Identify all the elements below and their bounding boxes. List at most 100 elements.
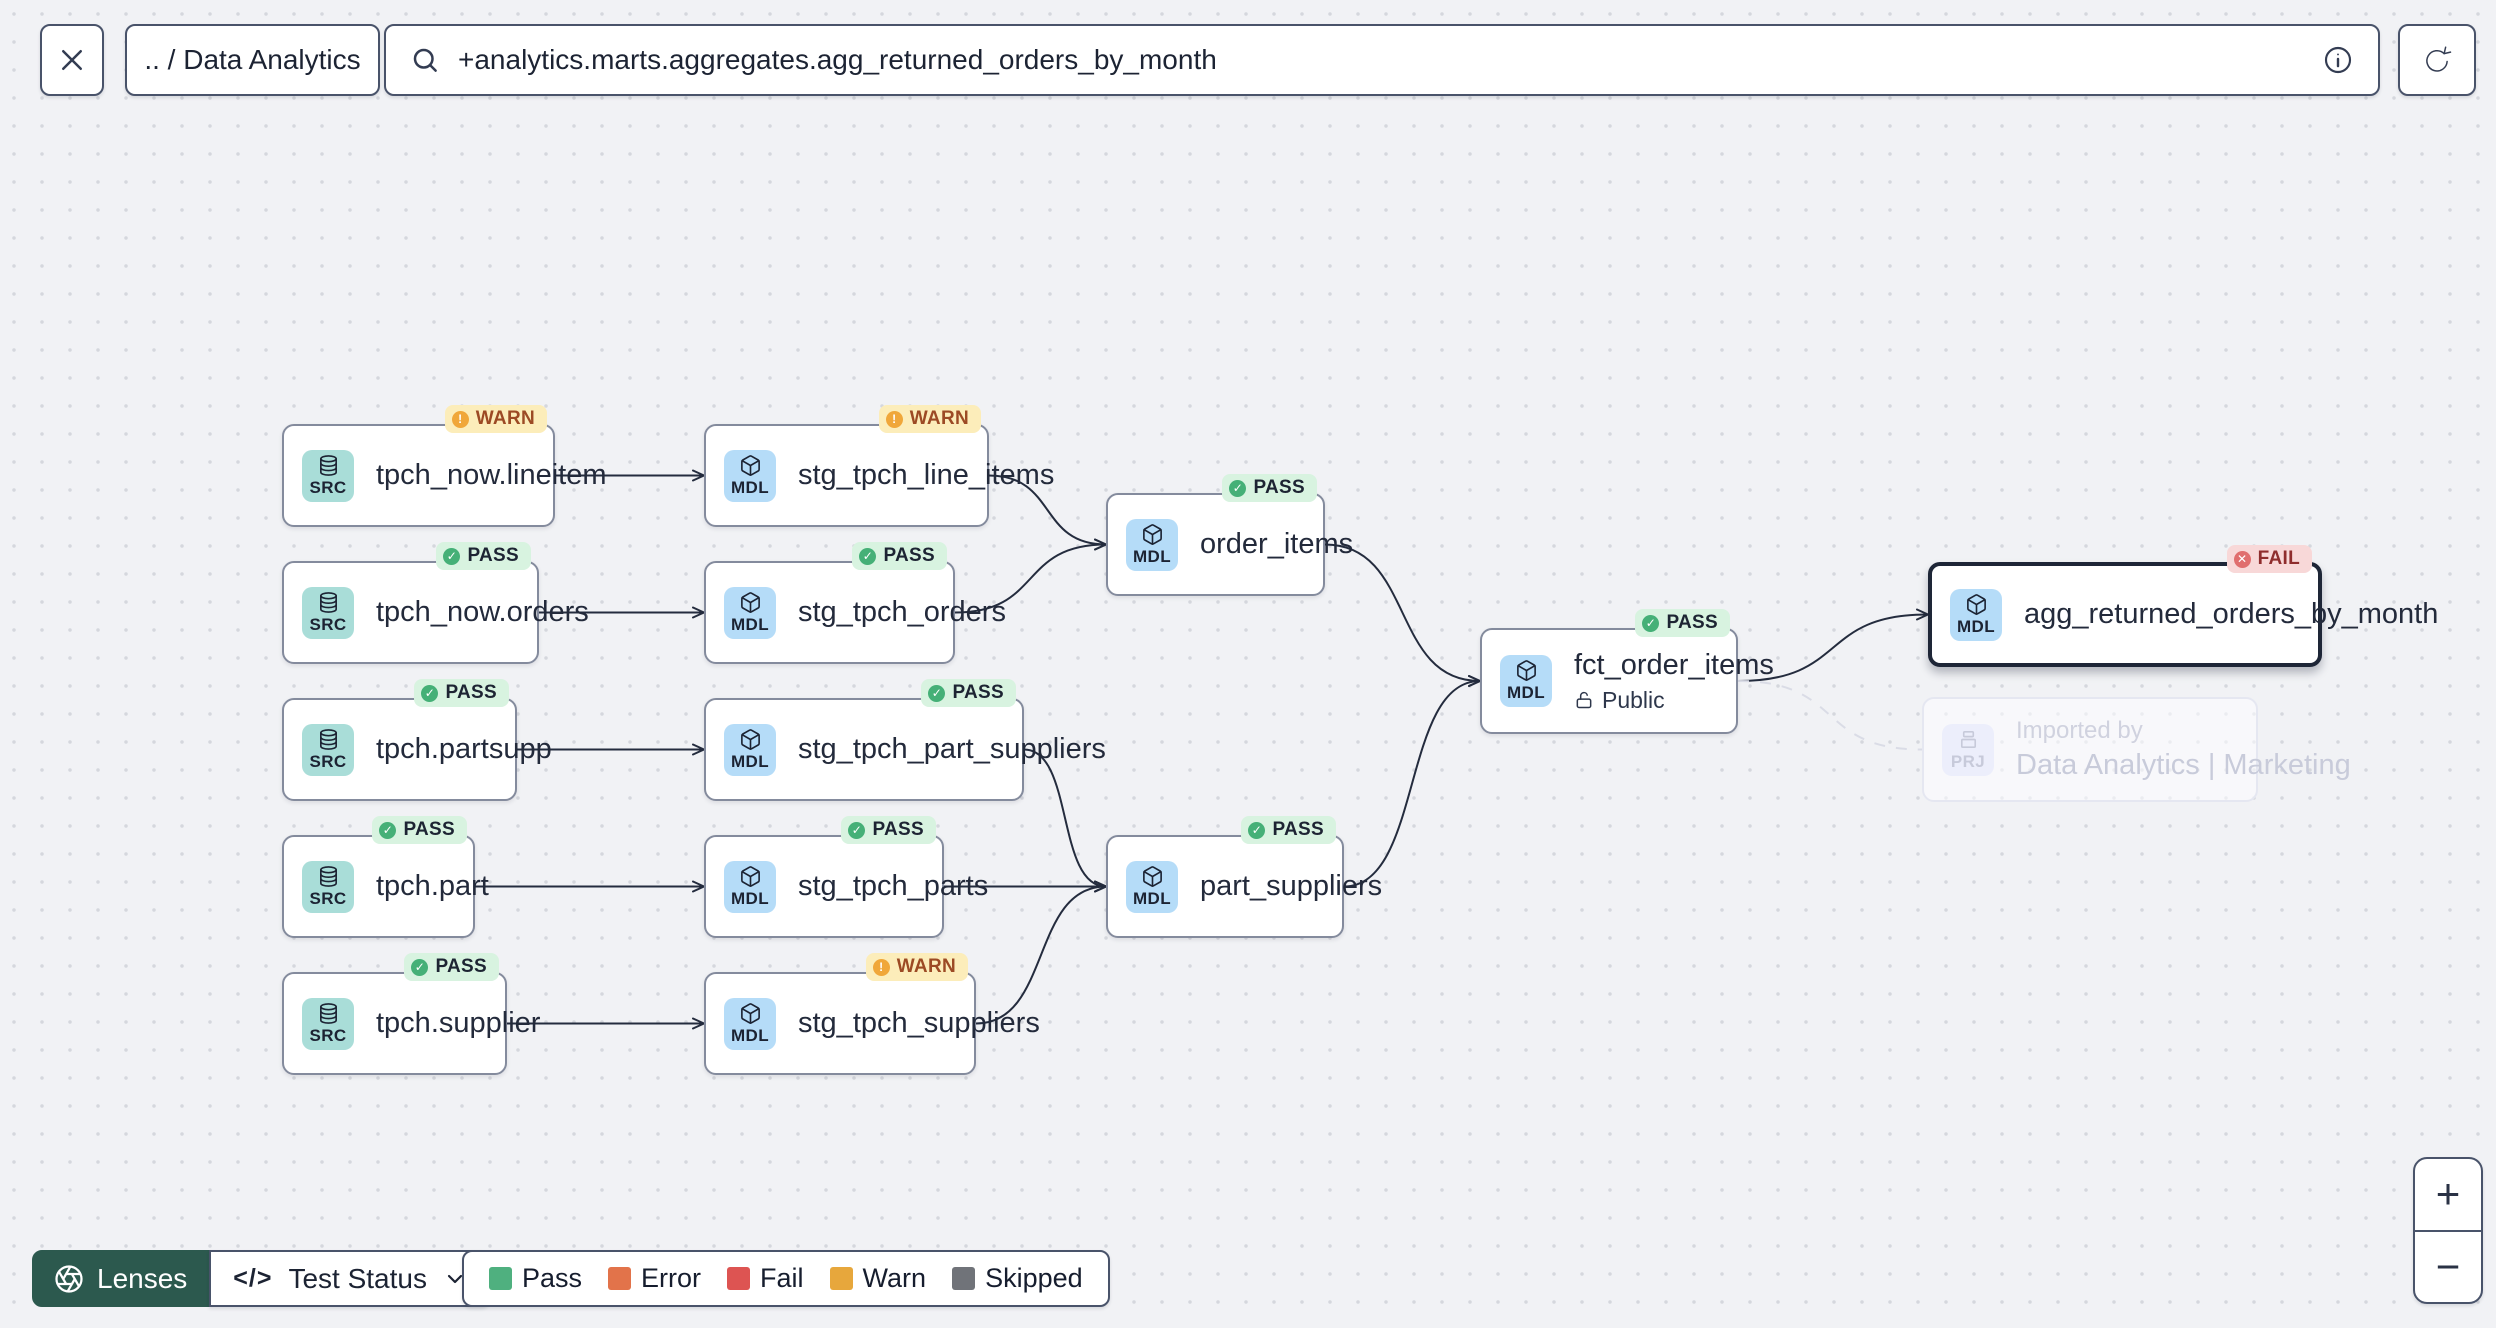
- zoom-in-button[interactable]: +: [2415, 1159, 2481, 1230]
- status-badge-pass: ✓PASS: [852, 542, 947, 570]
- node-kind-icon: MDL: [1126, 518, 1178, 571]
- cube-icon: [740, 865, 760, 887]
- status-badge-pass: ✓PASS: [372, 816, 467, 844]
- node-kind-icon: MDL: [1500, 655, 1552, 707]
- node-kind-label: MDL: [730, 477, 770, 497]
- status-badge-pass: ✓PASS: [921, 679, 1016, 707]
- cube-icon: [1142, 865, 1162, 887]
- status-pass-icon: ✓: [1248, 821, 1266, 839]
- cube-icon: [1966, 593, 1986, 615]
- breadcrumb-button[interactable]: .. / Data Analytics: [125, 24, 380, 96]
- node-label: tpch_now.lineitem: [376, 459, 607, 491]
- node-label: order_items: [1200, 528, 1354, 560]
- node-label: stg_tpch_parts: [798, 870, 989, 902]
- node-imported_by: PRJ Imported by Data Analytics | Marketing: [1922, 697, 2351, 802]
- lens-selector[interactable]: </> Test Status: [209, 1250, 491, 1307]
- search-input[interactable]: [458, 44, 2304, 76]
- node-label: part_suppliers: [1200, 870, 1383, 902]
- legend-swatch-warn: [829, 1267, 853, 1290]
- node-toplabel: Imported by: [2016, 717, 2143, 744]
- node-kind-label: PRJ: [1950, 751, 1986, 771]
- status-pass-icon: ✓: [1642, 614, 1660, 632]
- cube-icon: [1516, 660, 1536, 681]
- zoom-controls: + −: [2413, 1157, 2483, 1304]
- database-icon: [319, 454, 337, 476]
- node-kind-icon: SRC: [302, 860, 354, 913]
- legend-item-skipped: Skipped: [952, 1263, 1083, 1294]
- node-kind-label: MDL: [1132, 888, 1172, 908]
- search-bar[interactable]: [384, 24, 2380, 96]
- close-icon: [62, 50, 82, 70]
- node-kind-label: SRC: [309, 614, 347, 634]
- node-kind-icon: MDL: [724, 449, 776, 502]
- node-kind-icon: PRJ: [1942, 723, 1994, 776]
- node-kind-label: MDL: [730, 1025, 770, 1045]
- node-label: agg_returned_orders_by_month: [2024, 598, 2439, 630]
- refresh-button[interactable]: [2398, 24, 2476, 96]
- lenses-group: Lenses </> Test Status: [32, 1250, 491, 1307]
- node-kind-label: MDL: [730, 888, 770, 908]
- node-kind-label: MDL: [1132, 546, 1172, 566]
- node-label: stg_tpch_suppliers: [798, 1007, 1040, 1039]
- legend-swatch-fail: [727, 1267, 751, 1290]
- node-label: stg_tpch_orders: [798, 596, 1006, 628]
- lenses-label: Lenses: [97, 1262, 188, 1294]
- status-badge-pass: ✓PASS: [1222, 474, 1317, 502]
- refresh-icon: [2426, 46, 2452, 72]
- cube-icon: [1142, 523, 1162, 545]
- project-icon: [1960, 730, 1976, 748]
- status-warn-icon: !: [885, 410, 903, 428]
- node-label: tpch_now.orders: [376, 596, 589, 628]
- status-pass-icon: ✓: [411, 958, 429, 976]
- cube-icon: [740, 591, 760, 613]
- node-kind-icon: SRC: [302, 997, 354, 1050]
- node-kind-icon: MDL: [724, 586, 776, 639]
- edge-order_items-to-fct_order_items: [1324, 543, 1481, 687]
- node-kind-icon: MDL: [1950, 588, 2002, 641]
- status-pass-icon: ✓: [859, 547, 877, 565]
- node-order_items[interactable]: MDL order_items ✓PASS: [1106, 474, 1353, 596]
- zoom-divider: [2415, 1229, 2481, 1232]
- close-button[interactable]: [40, 24, 104, 96]
- node-kind-icon: SRC: [302, 449, 354, 502]
- info-icon[interactable]: [2322, 44, 2354, 76]
- cube-icon: [740, 728, 760, 750]
- node-label: Data Analytics | Marketing: [2016, 749, 2351, 781]
- lenses-button[interactable]: Lenses: [32, 1250, 210, 1307]
- edge-stg_suppliers-to-part_suppliers: [975, 880, 1107, 1025]
- zoom-out-button[interactable]: −: [2415, 1232, 2481, 1303]
- node-kind-label: SRC: [309, 1025, 347, 1045]
- status-pass-icon: ✓: [443, 547, 461, 565]
- edge-stg_orders-to-order_items: [954, 538, 1107, 614]
- node-kind-label: MDL: [730, 751, 770, 771]
- legend-item-warn: Warn: [829, 1263, 926, 1294]
- node-kind-label: MDL: [1506, 683, 1546, 702]
- legend-item-fail: Fail: [727, 1263, 804, 1294]
- cube-icon: [740, 1002, 760, 1024]
- chevron-down-icon: [447, 1274, 463, 1283]
- legend-item-pass: Pass: [489, 1263, 582, 1294]
- node-kind-icon: SRC: [302, 586, 354, 639]
- node-kind-icon: MDL: [724, 860, 776, 913]
- status-badge-pass: ✓PASS: [1635, 609, 1730, 637]
- node-kind-icon: MDL: [724, 723, 776, 776]
- database-icon: [319, 591, 337, 613]
- database-icon: [319, 1002, 337, 1024]
- node-stg_orders[interactable]: MDL stg_tpch_orders ✓PASS: [704, 542, 1006, 664]
- node-label: tpch.partsupp: [376, 733, 552, 765]
